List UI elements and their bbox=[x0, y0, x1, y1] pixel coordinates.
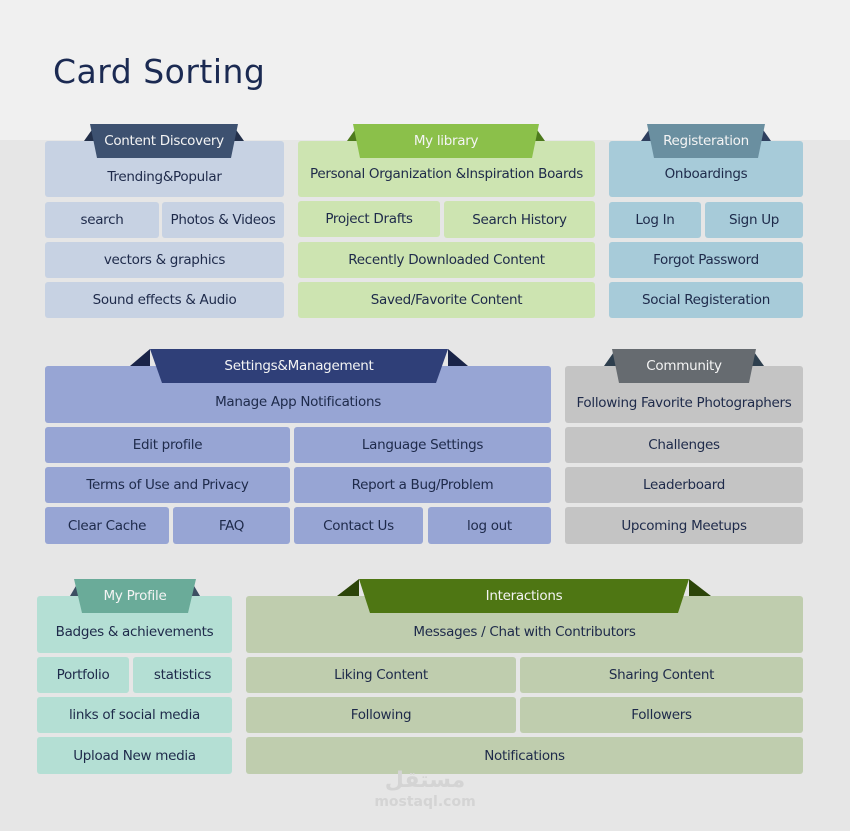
ribbon-shape bbox=[337, 579, 711, 613]
group-header-my-profile: My Profile bbox=[70, 579, 200, 613]
group-title: My library bbox=[413, 133, 479, 149]
group-title: Interactions bbox=[485, 588, 563, 604]
card-faq[interactable]: FAQ bbox=[173, 507, 290, 544]
group-header-registration: Registeration bbox=[641, 124, 771, 158]
watermark-latin: mostaql.com bbox=[374, 794, 476, 810]
group-title: My Profile bbox=[103, 588, 167, 604]
ribbon-shape bbox=[70, 579, 200, 613]
card-edit-profile[interactable]: Edit profile bbox=[45, 427, 290, 463]
card-liking-content[interactable]: Liking Content bbox=[246, 657, 516, 693]
ribbon-shape bbox=[130, 349, 468, 383]
group-header-settings-management: Settings&Management bbox=[130, 349, 468, 383]
card-terms-privacy[interactable]: Terms of Use and Privacy bbox=[45, 467, 290, 503]
card-following[interactable]: Following bbox=[246, 697, 516, 733]
ribbon-shape bbox=[84, 124, 244, 158]
card-sharing-content[interactable]: Sharing Content bbox=[520, 657, 803, 693]
group-header-my-library: My library bbox=[347, 124, 545, 158]
card-project-drafts[interactable]: Project Drafts bbox=[298, 201, 440, 237]
card-notifications[interactable]: Notifications bbox=[246, 737, 803, 774]
card-statistics[interactable]: statistics bbox=[133, 657, 232, 693]
card-report-bug[interactable]: Report a Bug/Problem bbox=[294, 467, 551, 503]
watermark-logo: مستقل mostaql.com bbox=[372, 768, 478, 810]
card-social-registration[interactable]: Social Registeration bbox=[609, 282, 803, 318]
card-challenges[interactable]: Challenges bbox=[565, 427, 803, 463]
ribbon-shape bbox=[347, 124, 545, 158]
card-portfolio[interactable]: Portfolio bbox=[37, 657, 129, 693]
card-vectors-graphics[interactable]: vectors & graphics bbox=[45, 242, 284, 278]
card-saved-favorite[interactable]: Saved/Favorite Content bbox=[298, 282, 595, 318]
card-upcoming-meetups[interactable]: Upcoming Meetups bbox=[565, 507, 803, 544]
group-title: Community bbox=[646, 358, 722, 374]
card-links-social-media[interactable]: links of social media bbox=[37, 697, 232, 733]
card-log-in[interactable]: Log In bbox=[609, 202, 701, 238]
group-title: Registeration bbox=[663, 133, 749, 149]
card-sign-up[interactable]: Sign Up bbox=[705, 202, 803, 238]
group-header-interactions: Interactions bbox=[337, 579, 711, 613]
group-header-content-discovery: Content Discovery bbox=[84, 124, 244, 158]
page-title: Card Sorting bbox=[53, 52, 266, 91]
card-leaderboard[interactable]: Leaderboard bbox=[565, 467, 803, 503]
watermark-arabic: مستقل bbox=[384, 768, 466, 793]
card-search[interactable]: search bbox=[45, 202, 159, 238]
group-title: Content Discovery bbox=[104, 133, 224, 149]
group-title: Settings&Management bbox=[224, 358, 374, 374]
card-clear-cache[interactable]: Clear Cache bbox=[45, 507, 169, 544]
card-search-history[interactable]: Search History bbox=[444, 201, 595, 238]
card-language-settings[interactable]: Language Settings bbox=[294, 427, 551, 463]
card-log-out[interactable]: log out bbox=[428, 507, 551, 544]
card-upload-new-media[interactable]: Upload New media bbox=[37, 737, 232, 774]
card-followers[interactable]: Followers bbox=[520, 697, 803, 733]
card-forgot-password[interactable]: Forgot Password bbox=[609, 242, 803, 278]
card-photos-videos[interactable]: Photos & Videos bbox=[162, 202, 284, 238]
card-contact-us[interactable]: Contact Us bbox=[294, 507, 423, 544]
card-following-favorite-photographers[interactable]: Following Favorite Photographers bbox=[565, 366, 803, 423]
card-recently-downloaded[interactable]: Recently Downloaded Content bbox=[298, 242, 595, 278]
ribbon-shape bbox=[604, 349, 764, 383]
header-band bbox=[0, 0, 850, 140]
ribbon-shape bbox=[641, 124, 771, 158]
group-header-community: Community bbox=[604, 349, 764, 383]
card-sound-effects-audio[interactable]: Sound effects & Audio bbox=[45, 282, 284, 318]
